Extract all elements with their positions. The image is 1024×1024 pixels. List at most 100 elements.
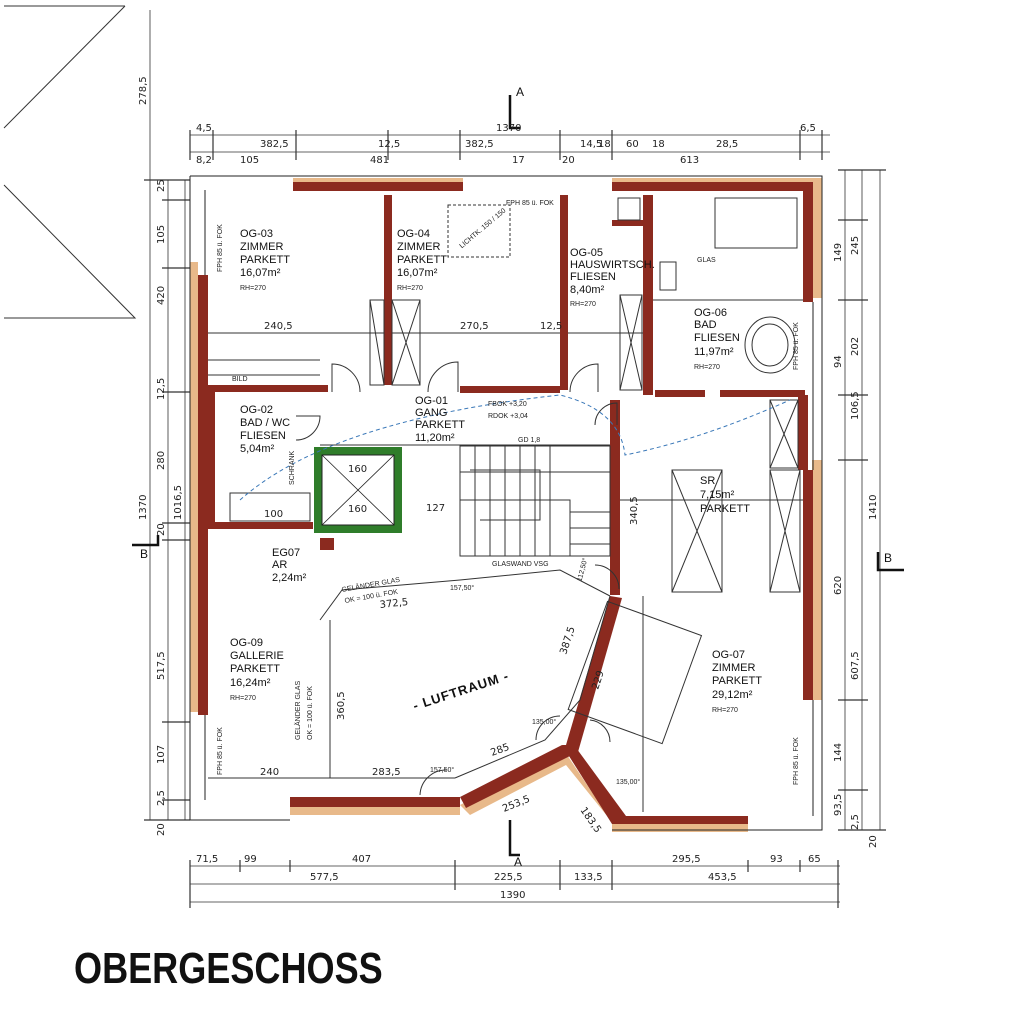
railing-label-2b: OK = 100 ü. FOK	[307, 686, 314, 740]
room-use: BAD / WC	[240, 417, 290, 429]
dim-text: 613	[680, 155, 699, 166]
section-mark-bottom: A	[514, 855, 522, 869]
dim-text: 283,5	[372, 767, 401, 778]
dim-total: 1370	[496, 123, 521, 134]
skylight-label: LICHTK. 150 / 150	[459, 207, 508, 250]
dim-text: 285	[489, 742, 511, 759]
dim-text: 1016,5	[173, 485, 184, 520]
dim-total: 1390	[500, 890, 525, 901]
dim-text: 105	[156, 225, 167, 244]
interior-walls	[208, 195, 808, 595]
room-floor: FLIESEN	[240, 430, 286, 442]
room-use: GANG	[415, 407, 447, 419]
exterior-walls	[189, 175, 823, 832]
dim-text: 183,5	[578, 805, 603, 835]
room-area: 5,04m²	[240, 443, 275, 455]
dim-text: 100	[264, 509, 283, 520]
dim-text: 240	[260, 767, 279, 778]
dim-text: 149	[833, 243, 844, 262]
room-sr: SR 7,15m² PARKETT	[700, 475, 750, 515]
room-number: OG-07	[712, 649, 745, 661]
room-eg07: EG07 AR 2,24m²	[272, 547, 307, 584]
dim-text: 620	[833, 576, 844, 595]
room-floor: PARKETT	[700, 503, 750, 515]
dim-text: 105	[240, 155, 259, 166]
dims-right: 1410 245 202 106,5 607,5 149 94 620 144 …	[833, 236, 879, 848]
dim-total: 1410	[868, 495, 879, 520]
dim-text: 407	[352, 854, 371, 865]
dim-text: 144	[833, 743, 844, 762]
luftraum-label: - LUFTRAUM -	[411, 668, 511, 713]
room-area: 29,12m²	[712, 689, 753, 701]
room-number: OG-01	[415, 395, 448, 407]
dim-text: 420	[156, 286, 167, 305]
dim-text: 6,5	[800, 123, 816, 134]
window-height-label-2: FPH 85 ü. FOK	[217, 727, 224, 775]
angle-label-3: 135,00°	[532, 718, 556, 726]
room-number: OG-05	[570, 247, 603, 259]
glass-label: GLAS	[697, 257, 716, 264]
room-area: 11,20m²	[415, 432, 455, 444]
dim-text: 99	[244, 854, 257, 865]
dim-text: 160	[348, 464, 367, 475]
dim-text: 65	[808, 854, 821, 865]
dim-text: 93,5	[833, 794, 844, 816]
room-area: 8,40m²	[570, 284, 605, 296]
dim-text: 372,5	[379, 597, 409, 611]
dim-text: 607,5	[850, 651, 861, 680]
dim-text: 18	[652, 139, 665, 150]
room-area: 11,97m²	[694, 346, 734, 358]
dim-text: 127	[426, 503, 445, 514]
room-use: ZIMMER	[397, 241, 440, 253]
section-mark-top: A	[516, 85, 524, 99]
dim-text: 270,5	[460, 321, 489, 332]
dim-text: 20	[156, 523, 167, 536]
dim-text: 280	[156, 451, 167, 470]
dim-text: 253,5	[501, 794, 532, 815]
room-use: BAD	[694, 319, 717, 331]
dim-text: 12,5	[378, 139, 400, 150]
staircase	[459, 445, 611, 557]
section-mark-left: B	[140, 547, 148, 561]
dim-text: 106,5	[850, 391, 861, 420]
dimension-lines	[144, 10, 886, 908]
room-floor: PARKETT	[397, 254, 447, 266]
room-og09: OG-09 GALLERIE PARKETT 16,24m² RH=270	[230, 637, 284, 702]
dim-text: 4,5	[196, 123, 212, 134]
room-use: GALLERIE	[230, 650, 284, 662]
dim-text: 133,5	[574, 872, 603, 883]
image-label: BILD	[232, 376, 248, 383]
room-height: RH=270	[397, 285, 423, 292]
raw-level-label: RDOK +3,04	[488, 413, 528, 420]
dim-text: 453,5	[708, 872, 737, 883]
room-floor: FLIESEN	[570, 271, 616, 283]
dim-text: 17	[512, 155, 525, 166]
room-floor: PARKETT	[230, 663, 280, 675]
dim-text: 517,5	[156, 651, 167, 680]
room-floor: FLIESEN	[694, 332, 740, 344]
cabinet-label: SCHRANK	[289, 450, 296, 485]
dim-text: 387,5	[558, 625, 577, 656]
dim-text: 20	[868, 835, 879, 848]
gd-label: GD 1,8	[518, 437, 540, 444]
room-og06: OG-06 BAD FLIESEN 11,97m² RH=270	[694, 307, 740, 371]
dim-text: 278,5	[138, 76, 149, 105]
room-floor: PARKETT	[240, 254, 290, 266]
dim-text: 295,5	[672, 854, 701, 865]
room-number: EG07	[272, 547, 300, 559]
room-height: RH=270	[712, 707, 738, 714]
room-area: 16,07m²	[397, 267, 438, 279]
neighbour-roof-outline	[3, 5, 137, 319]
dim-text: 20	[562, 155, 575, 166]
room-number: SR	[700, 475, 715, 487]
dim-text: 8,2	[196, 155, 212, 166]
section-mark-right: B	[884, 551, 892, 565]
angle-label-5: 112,50°	[576, 557, 590, 582]
windows	[229, 197, 801, 745]
dim-text: 20	[156, 823, 167, 836]
dim-text: 60	[626, 139, 639, 150]
angle-label-1: 157,50°	[450, 584, 474, 592]
room-height: RH=270	[694, 364, 720, 371]
dim-total: 1370	[138, 495, 149, 520]
room-use: HAUSWIRTSCH.	[570, 259, 655, 271]
